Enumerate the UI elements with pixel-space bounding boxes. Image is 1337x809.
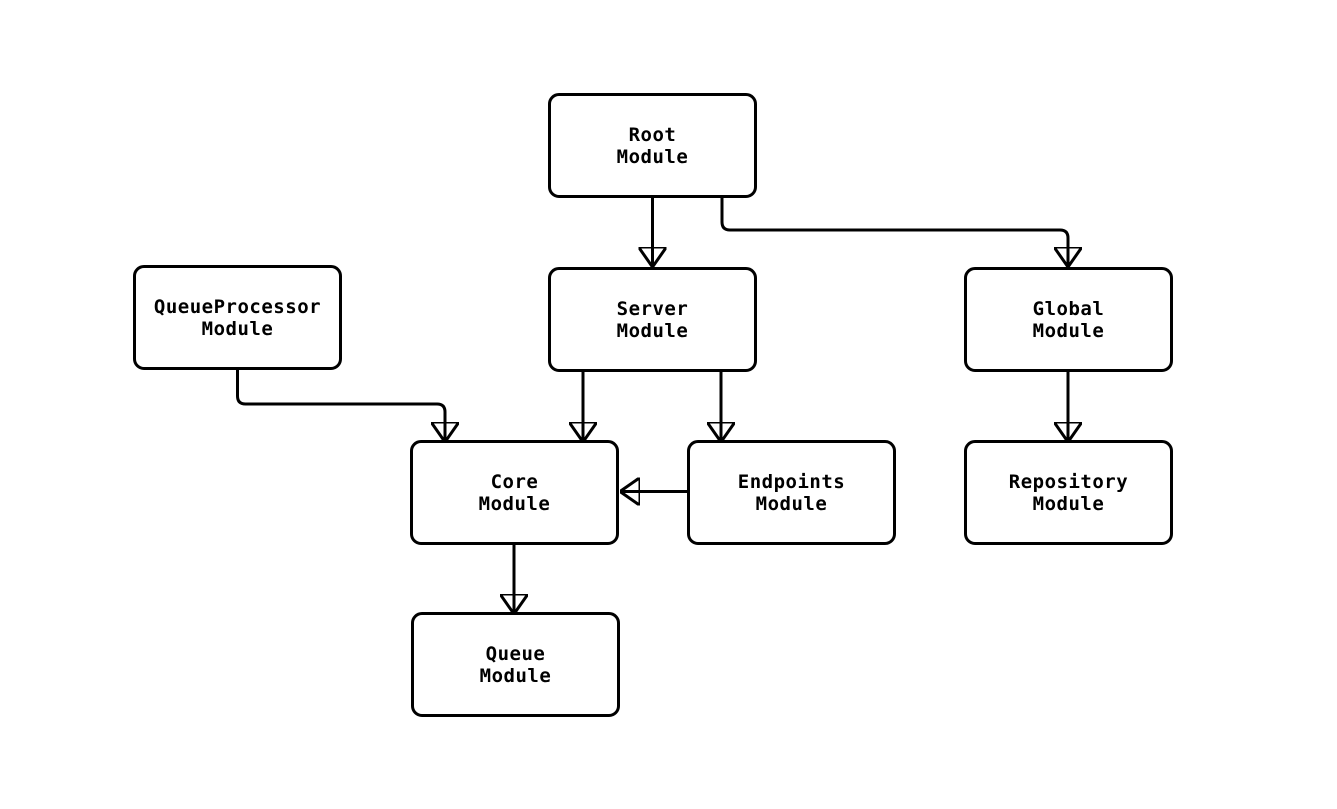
node-label-line2: Module <box>1032 492 1105 515</box>
node-core-module: Core Module <box>410 440 619 545</box>
node-label-line2: Module <box>755 492 828 515</box>
node-label-line1: Global <box>1032 297 1105 320</box>
node-label-line2: Module <box>1032 319 1105 342</box>
node-server-module: Server Module <box>548 267 757 372</box>
node-repository-module: Repository Module <box>964 440 1173 545</box>
node-label-line2: Module <box>616 319 689 342</box>
node-label-line1: Endpoints <box>737 470 846 493</box>
node-label-line2: Module <box>201 317 274 340</box>
node-label-line2: Module <box>478 492 551 515</box>
node-endpoints-module: Endpoints Module <box>687 440 896 545</box>
node-queue-module: Queue Module <box>411 612 620 717</box>
node-label-line2: Module <box>616 145 689 168</box>
node-label-line1: Queue <box>485 642 546 665</box>
node-root-module: Root Module <box>548 93 757 198</box>
node-label-line1: Server <box>616 297 689 320</box>
node-queueprocessor-module: QueueProcessor Module <box>133 265 342 370</box>
node-global-module: Global Module <box>964 267 1173 372</box>
node-label-line1: Root <box>628 123 677 146</box>
edge-queueprocessor-to-core <box>236 370 446 441</box>
edge-root-to-global <box>720 198 1068 266</box>
node-label-line1: Repository <box>1008 470 1129 493</box>
node-label-line1: QueueProcessor <box>153 295 322 318</box>
node-label-line1: Core <box>490 470 539 493</box>
node-label-line2: Module <box>479 664 552 687</box>
